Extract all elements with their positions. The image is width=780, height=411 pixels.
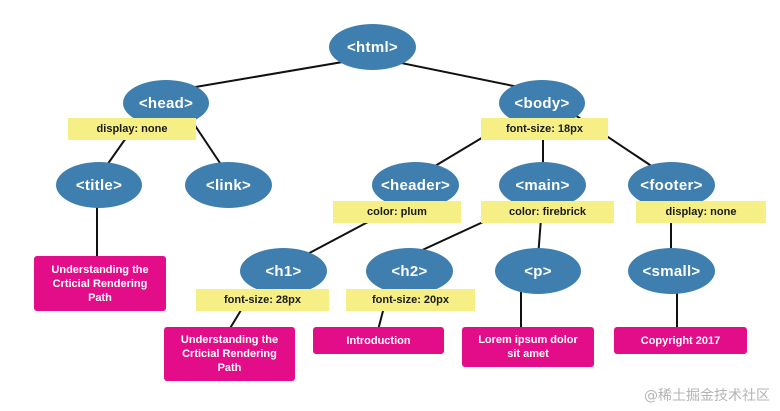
text-small: Copyright 2017 [614,327,747,354]
node-header: <header> [372,162,459,208]
node-main: <main> [499,162,586,208]
edge-html-head [165,56,373,93]
text-p: Lorem ipsum dolor sit amet [462,327,594,367]
node-small: <small> [628,248,715,294]
text-h1: Understanding the Crticial Rendering Pat… [164,327,295,381]
text-h2: Introduction [313,327,444,354]
style-body: font-size: 18px [481,118,608,140]
style-main: color: firebrick [481,201,614,223]
node-link: <link> [185,162,272,208]
style-h1: font-size: 28px [196,289,329,311]
text-title: Understanding the Crticial Rendering Pat… [34,256,166,311]
node-html: <html> [329,24,416,70]
style-h2: font-size: 20px [346,289,475,311]
node-h2: <h2> [366,248,453,294]
node-footer: <footer> [628,162,715,208]
node-h1: <h1> [240,248,327,294]
node-title: <title> [56,162,142,208]
watermark: @稀土掘金技术社区 [644,388,770,404]
node-p: <p> [495,248,581,294]
style-footer: display: none [636,201,766,223]
style-head: display: none [68,118,196,140]
style-header: color: plum [333,201,461,223]
